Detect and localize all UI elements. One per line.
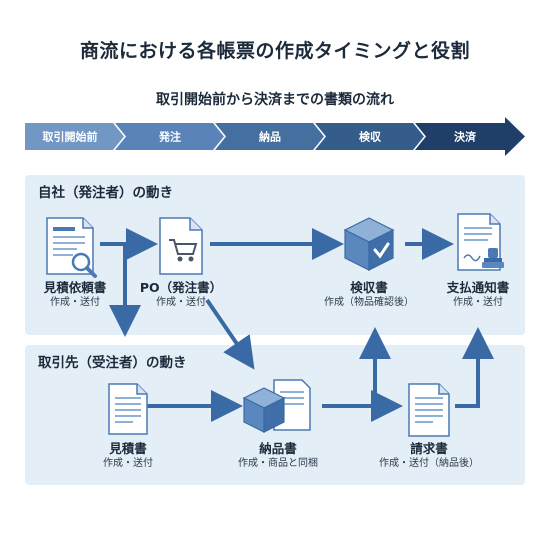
node-subtitle: 作成・送付 xyxy=(103,458,153,470)
receiver-section-label: 取引先（受注者）の動き xyxy=(38,355,187,371)
timeline-stage-label: 検収 xyxy=(359,130,382,144)
node-payment-notice: 支払通知書 作成・送付 xyxy=(413,280,543,309)
node-subtitle: 作成・送付 xyxy=(156,297,206,309)
node-subtitle: 作成・商品と同梱 xyxy=(238,458,318,470)
node-title: 支払通知書 xyxy=(446,280,510,295)
stamped-document-icon xyxy=(457,213,504,271)
timeline-stage-label: 発注 xyxy=(158,130,181,144)
node-subtitle: 作成・送付（納品後） xyxy=(379,458,479,470)
timeline-stage-5 xyxy=(415,117,525,156)
flow-arrow xyxy=(455,327,494,408)
search-document-icon xyxy=(46,217,97,278)
timeline-stage-label: 納品 xyxy=(259,130,281,144)
node-title: 見積書 xyxy=(109,441,147,456)
page-title: 商流における各帳票の作成タイミングと役割 xyxy=(79,40,470,62)
timeline-stage-3 xyxy=(215,123,324,150)
timeline-stage-label: 取引開始前 xyxy=(43,130,98,144)
timeline-stage-4 xyxy=(315,123,424,150)
timeline: 取引開始前 発注 納品 検収 決済 xyxy=(25,117,525,156)
checked-box-icon xyxy=(343,217,395,271)
flow-arrow xyxy=(205,298,255,370)
node-title: 見積依頼書 xyxy=(43,280,107,295)
node-subtitle: 作成・送付 xyxy=(453,297,503,309)
cart-document-icon xyxy=(159,217,203,275)
document-icon xyxy=(108,383,148,435)
node-purchase-order: PO（発注書） 作成・送付 xyxy=(116,280,246,309)
box-document-icon xyxy=(242,379,311,433)
node-title: PO（発注書） xyxy=(139,280,223,295)
node-invoice: 請求書 作成・送付（納品後） xyxy=(364,441,494,470)
node-inspection-report: 検収書 作成（物品確認後） xyxy=(304,280,434,309)
node-subtitle: 作成・送付 xyxy=(50,297,100,309)
timeline-stage-2 xyxy=(115,123,224,150)
supplier-section-label: 自社（発注者）の動き xyxy=(38,185,173,201)
node-quotation: 見積書 作成・送付 xyxy=(63,441,193,470)
node-title: 請求書 xyxy=(410,441,448,456)
page-subtitle: 取引開始前から決済までの書類の流れ xyxy=(156,92,394,108)
node-quote-request: 見積依頼書 作成・送付 xyxy=(10,280,140,309)
node-subtitle: 作成（物品確認後） xyxy=(324,297,414,309)
invoice-document-icon xyxy=(408,383,450,437)
timeline-stage-label: 決済 xyxy=(454,130,477,144)
node-delivery-note: 納品書 作成・商品と同梱 xyxy=(213,441,343,470)
node-title: 検収書 xyxy=(350,280,388,295)
node-title: 納品書 xyxy=(259,441,297,456)
timeline-stage-1 xyxy=(25,123,124,150)
